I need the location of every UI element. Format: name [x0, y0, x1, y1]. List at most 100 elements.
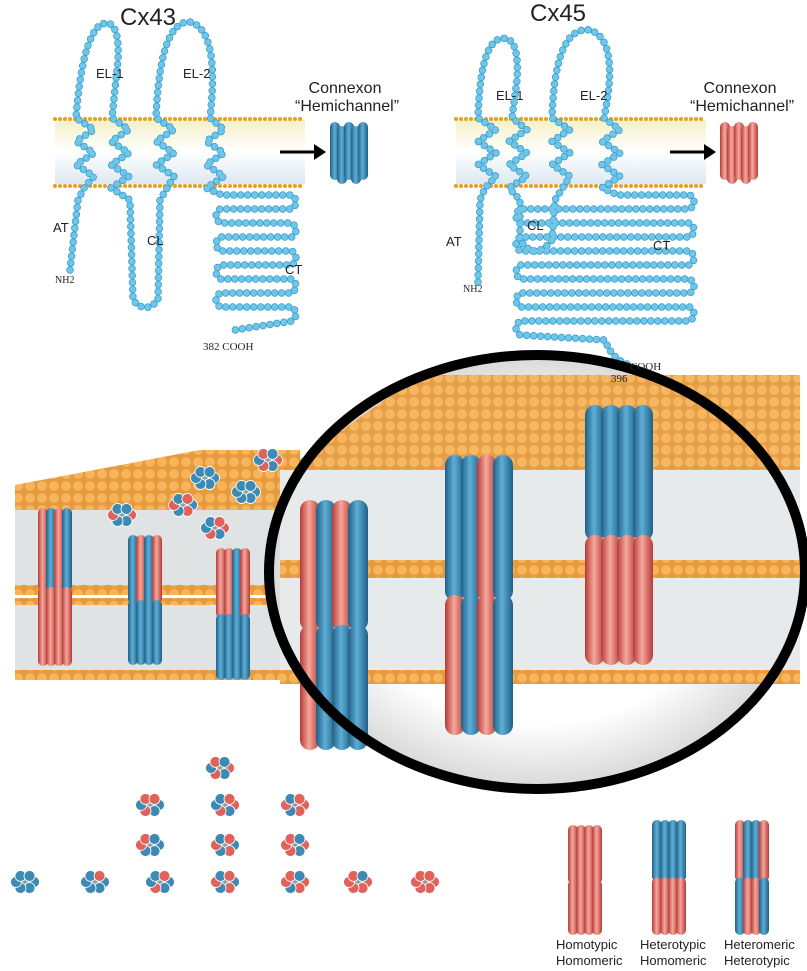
magnified-channel-stave — [332, 500, 352, 631]
connexon-rosette — [210, 870, 240, 894]
legend-line: Heteromeric — [724, 937, 795, 952]
magnified-channel-stave — [461, 455, 481, 601]
gap-junction-channel-stave — [152, 535, 162, 604]
connexon-rosette — [253, 448, 283, 472]
connexin-subunit — [356, 870, 369, 882]
legend-homotypic-channel-stave — [592, 880, 602, 935]
cx45-ct-label: CT — [653, 238, 671, 253]
cx45-arrow-head — [704, 144, 716, 160]
gap-junction-channel-stave — [240, 548, 250, 618]
gap-junction-channel-stave — [62, 508, 72, 591]
gap-junction-channel-stave — [128, 600, 138, 665]
connexin-subunit — [293, 870, 306, 882]
legend-heterotypic-channel-stave — [668, 877, 678, 935]
connexin-subunit — [244, 480, 257, 492]
gap-junction-channel-stave — [240, 614, 250, 680]
cx45-connexon-label: Connexon “Hemichannel” — [690, 80, 794, 116]
cx45-el1-label: EL-1 — [496, 88, 524, 103]
magnified-channel-stave — [633, 535, 653, 665]
legend-line: Heterotypic — [640, 937, 706, 952]
gap-junction-channel-stave — [38, 508, 48, 591]
gap-junction-channel-stave — [152, 600, 162, 665]
cx43-el1-label: EL-1 — [96, 66, 124, 81]
connexin-subunit — [158, 870, 171, 882]
magnified-channel-stave — [493, 595, 513, 735]
legend-heteromeric-channel-stave — [743, 820, 753, 882]
legend-line: Heterotypic — [724, 953, 790, 968]
gap-junction-channel-stave — [232, 614, 242, 680]
magnified-channel-stave — [477, 455, 497, 601]
legend-homotypic-channel-stave — [584, 825, 594, 884]
connexon-rosette — [168, 493, 198, 517]
connexon-rosette — [135, 833, 165, 857]
legend-heterotypic-channel-stave — [676, 820, 686, 882]
magnified-channel-stave — [445, 455, 465, 601]
magnified-channel-stave — [601, 405, 621, 541]
bilayer-bottom-leaflet — [15, 670, 305, 680]
connexon-rosette — [107, 503, 137, 527]
legend-heteromeric-channel-stave — [743, 877, 753, 935]
connexin-subunit — [293, 833, 306, 845]
connexon-rosette — [135, 793, 165, 817]
hemichannel-word: “Hemichannel” — [295, 98, 400, 115]
cx43-membrane — [55, 120, 305, 184]
gap-junction-channel-stave — [38, 587, 48, 666]
connexon-rosette — [205, 756, 235, 780]
connexon-rosette — [280, 833, 310, 857]
magnified-channel-stave — [348, 500, 368, 631]
connexin-subunit — [218, 756, 231, 768]
legend-line: Homomeric — [556, 953, 623, 968]
legend-heterotypic-channel-stave — [652, 877, 662, 935]
cx45-at-label: AT — [446, 234, 462, 249]
magnified-top-surface — [285, 375, 800, 470]
gap-junction-channel-stave — [62, 587, 72, 666]
magnified-channel-stave — [633, 405, 653, 541]
gap-junction-channel-stave — [224, 614, 234, 680]
cx43-protein-chain — [67, 19, 299, 333]
connexin-subunit — [120, 503, 133, 515]
magnified-channel-stave — [461, 595, 481, 735]
connexon-word: Connexon — [703, 80, 777, 97]
connexon-rosette — [343, 870, 373, 894]
legend-homotypic-channel-stave — [576, 880, 586, 935]
connexon-rosette — [210, 793, 240, 817]
magnified-channel-stave — [316, 625, 336, 750]
legend-heterotypic-channel-stave — [652, 820, 662, 882]
cx43-hemichannel-stave — [358, 122, 368, 180]
gap-junction-channel-stave — [128, 535, 138, 604]
connexin-subunit — [223, 870, 236, 882]
connexin-subunit — [213, 516, 226, 528]
connexin-subunit — [293, 793, 306, 805]
gap-junction-channel-stave — [232, 548, 242, 618]
gap-junction-channel-stave — [54, 508, 64, 591]
membrane-layer — [10, 350, 807, 935]
magnified-channel-stave — [585, 535, 605, 665]
connexon-rosette — [210, 833, 240, 857]
cx43-arrow-head — [314, 144, 326, 160]
legend-heteromeric-channel-stave — [735, 877, 745, 935]
legend-line: Homotypic — [556, 937, 618, 952]
legend-heterotypic-channel-stave — [676, 877, 686, 935]
legend-heterotypic-channel-stave — [660, 820, 670, 882]
magnified-channel-stave — [601, 535, 621, 665]
legend-homotypic-channel-stave — [592, 825, 602, 884]
gap-junction-channel-stave — [144, 600, 154, 665]
gap-junction-channel-stave — [144, 535, 154, 604]
gap-junction-channel-stave — [216, 614, 226, 680]
connexin-subunit — [223, 793, 236, 805]
connexin-subunit — [148, 833, 161, 845]
gap-junction-channel-stave — [46, 587, 56, 666]
magnified-bottom-leaflet — [280, 670, 800, 684]
cx43-at-label: AT — [53, 220, 69, 235]
legend-heteromeric-channel-stave — [759, 820, 769, 882]
legend-homotypic-channel-stave — [576, 825, 586, 884]
legend-heteromeric-channel-stave — [751, 820, 761, 882]
connexin-subunit — [203, 466, 216, 478]
cx45-residue-count: 396 — [611, 373, 628, 385]
connexon-rosette — [280, 870, 310, 894]
